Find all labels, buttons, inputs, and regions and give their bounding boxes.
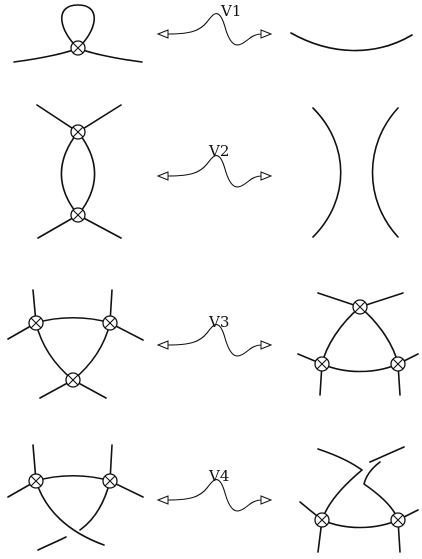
virtual-crossing-icon [102, 473, 118, 489]
v1-label: V1 [220, 2, 241, 20]
v4-move-arrow [156, 479, 273, 512]
v4-left-diagram [7, 444, 144, 551]
v4-label: V4 [208, 467, 229, 485]
v3-label: V3 [208, 313, 229, 331]
right-arrowhead-icon [260, 29, 273, 39]
v3-right-diagram [297, 292, 419, 396]
right-arrowhead-icon [260, 340, 273, 350]
left-arrowhead-icon [156, 340, 169, 350]
virtual-crossing-icon [390, 356, 406, 372]
left-arrowhead-icon [156, 29, 169, 39]
v4-right-diagram [299, 446, 419, 553]
virtual-crossing-icon [314, 512, 330, 528]
virtual-crossing-icon [390, 512, 406, 528]
v1-left-diagram [13, 4, 143, 63]
virtual-crossing-icon [70, 124, 86, 140]
v1-move-arrow [156, 13, 273, 46]
left-arrowhead-icon [156, 495, 169, 505]
right-arrowhead-icon [260, 171, 273, 181]
v2-label: V2 [208, 142, 229, 160]
move-v4: V4 [7, 444, 419, 553]
v2-move-arrow [156, 155, 273, 188]
virtual-crossing-icon [102, 315, 118, 331]
v3-move-arrow [156, 324, 273, 357]
v2-left-diagram [36, 104, 122, 239]
virtual-crossing-icon [28, 473, 44, 489]
right-arrowhead-icon [260, 495, 273, 505]
virtual-crossing-icon [70, 207, 86, 223]
virtual-crossing-icon [314, 356, 330, 372]
virtual-crossing-icon [28, 315, 44, 331]
virtual-crossing-icon [70, 40, 86, 56]
move-v3: V3 [7, 289, 419, 399]
left-arrowhead-icon [156, 171, 169, 181]
move-v2: V2 [36, 104, 399, 239]
v1-right-diagram [290, 32, 413, 52]
v3-left-diagram [7, 289, 144, 399]
virtual-crossing-icon [352, 299, 368, 315]
move-v1: V1 [13, 2, 413, 63]
v2-right-diagram [312, 107, 399, 238]
virtual-crossing-icon [65, 372, 81, 388]
